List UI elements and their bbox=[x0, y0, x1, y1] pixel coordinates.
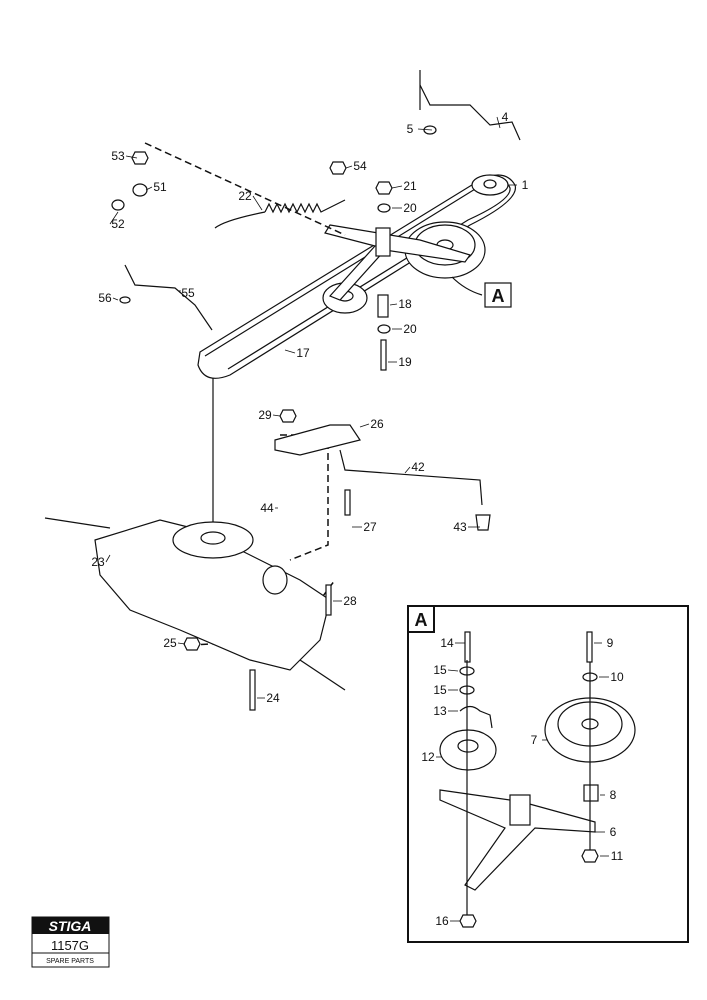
detail-arrow bbox=[451, 276, 483, 296]
part-callout: 19 bbox=[398, 355, 412, 369]
detail-ref-label: A bbox=[492, 286, 505, 306]
bolt bbox=[344, 489, 351, 516]
stiga-logo: STIGA 1157G SPARE PARTS bbox=[31, 916, 110, 968]
tension-spring bbox=[214, 199, 346, 229]
washer bbox=[377, 324, 391, 334]
part-callout: 26 bbox=[370, 417, 384, 431]
callout-leader bbox=[391, 185, 403, 189]
part-callout: 52 bbox=[111, 217, 125, 231]
part-callout: 24 bbox=[266, 691, 280, 705]
inset-part-callout: 14 bbox=[440, 636, 454, 650]
part-callout: 27 bbox=[363, 520, 377, 534]
bolt bbox=[249, 669, 256, 711]
part-callout: 29 bbox=[258, 408, 272, 422]
callout-leader bbox=[284, 349, 296, 354]
pulley-top bbox=[471, 174, 509, 196]
bolt bbox=[325, 584, 332, 616]
callout-leader bbox=[112, 297, 119, 301]
part-callout: 21 bbox=[403, 179, 417, 193]
nut bbox=[131, 151, 149, 165]
callout-leader bbox=[447, 669, 459, 672]
inset-part-callout: 11 bbox=[611, 849, 624, 863]
callout-leader bbox=[272, 414, 281, 417]
inset-part-callout: 13 bbox=[433, 704, 447, 718]
part-callout: 25 bbox=[163, 636, 177, 650]
inset-part-callout: 8 bbox=[610, 788, 617, 802]
bushing bbox=[111, 199, 125, 211]
brand-logo: STIGA bbox=[49, 918, 92, 934]
inset-detail-a: A bbox=[407, 605, 689, 943]
callout-leader bbox=[359, 423, 370, 428]
part-callout: 42 bbox=[411, 460, 425, 474]
callout-leader bbox=[105, 554, 111, 563]
inset-label: A bbox=[415, 610, 428, 630]
callout-leader bbox=[109, 211, 119, 225]
callout-leaders bbox=[105, 116, 517, 699]
inset-part-callout: 15 bbox=[433, 663, 447, 677]
spacer bbox=[377, 294, 389, 318]
inset-part-callout: 7 bbox=[531, 733, 538, 747]
callout-leader bbox=[252, 195, 263, 211]
part-callout: 51 bbox=[153, 180, 167, 194]
rod-end-cap bbox=[475, 514, 491, 531]
part-callout: 43 bbox=[453, 520, 467, 534]
inset-part-callout: 10 bbox=[610, 670, 624, 684]
part-callout: 1 bbox=[522, 178, 529, 192]
nut bbox=[329, 161, 347, 175]
transmission bbox=[44, 517, 346, 691]
detail-ref-box bbox=[484, 282, 512, 308]
inset-part-callout: 15 bbox=[433, 683, 447, 697]
inset-part-callout: 12 bbox=[421, 750, 435, 764]
diagram-code: 1157G bbox=[51, 938, 89, 953]
callout-leader bbox=[404, 466, 411, 474]
washer bbox=[119, 296, 131, 304]
callouts: 1451718192020212251525354555623242526272… bbox=[91, 110, 528, 705]
part-callout: 17 bbox=[296, 346, 310, 360]
part-callout: 55 bbox=[181, 286, 195, 300]
arm-hub bbox=[375, 227, 391, 257]
part-callout: 54 bbox=[353, 159, 367, 173]
callout-leader bbox=[389, 303, 398, 306]
part-callout: 20 bbox=[403, 201, 417, 215]
rod-42 bbox=[339, 449, 483, 506]
inset-callouts: 14 15 15 13 12 16 9 10 7 8 6 11 bbox=[421, 636, 624, 928]
part-callout: 56 bbox=[98, 291, 112, 305]
washer bbox=[377, 203, 391, 213]
rod-55 bbox=[124, 264, 213, 331]
part-callout: 5 bbox=[407, 122, 414, 136]
bracket bbox=[274, 424, 361, 456]
part-callout: 23 bbox=[91, 555, 105, 569]
nut bbox=[375, 181, 393, 195]
part-callout: 20 bbox=[403, 322, 417, 336]
inset-part-callout: 6 bbox=[610, 825, 617, 839]
part-callout: 28 bbox=[343, 594, 357, 608]
callout-leader bbox=[417, 128, 433, 131]
part-callout: 44 bbox=[260, 501, 274, 515]
callout-leader bbox=[345, 165, 353, 169]
part-callout: 18 bbox=[398, 297, 412, 311]
callout-leader bbox=[145, 186, 153, 191]
eye-bolt bbox=[132, 183, 148, 197]
callout-leader bbox=[125, 155, 138, 159]
part-callout: 4 bbox=[502, 110, 509, 124]
rod-4 bbox=[419, 84, 521, 141]
nut bbox=[279, 409, 297, 423]
spare-parts-caption: SPARE PARTS bbox=[46, 958, 94, 965]
callout-leader bbox=[496, 116, 501, 129]
callout-leader bbox=[177, 642, 186, 645]
leader-line bbox=[144, 142, 346, 236]
part-callout: 53 bbox=[111, 149, 125, 163]
nut bbox=[183, 637, 201, 651]
inset-part-callout: 9 bbox=[607, 636, 614, 650]
inset-part-callout: 16 bbox=[435, 914, 449, 928]
bolt bbox=[380, 339, 387, 371]
part-callout: 22 bbox=[238, 189, 252, 203]
